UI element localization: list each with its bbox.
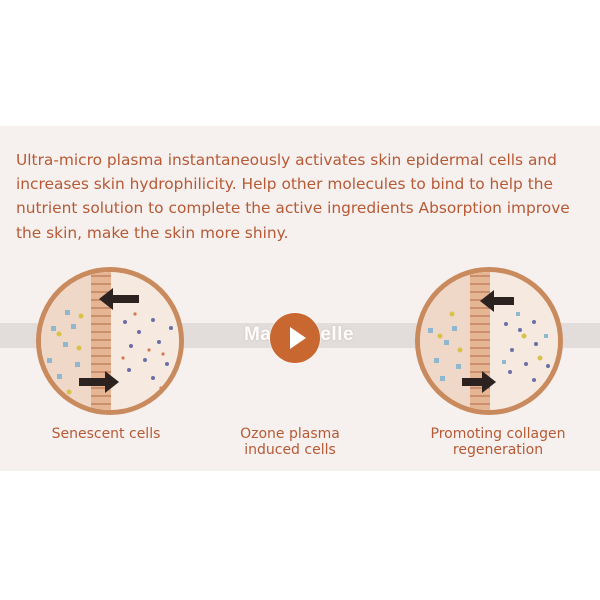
stage-label-line2: regeneration	[452, 441, 544, 458]
stage-label-ozone: Ozone plasma induced cells	[210, 426, 370, 458]
stage-label-line1: Promoting collagen	[430, 426, 566, 442]
stage-label-senescent: Senescent cells	[26, 426, 186, 443]
description-text: Ultra-micro plasma instantaneously activ…	[16, 151, 570, 242]
stage-label-collagen: Promoting collagen regeneration	[413, 426, 583, 458]
stage-label-line2: induced cells	[244, 441, 336, 458]
collagen-regeneration-diagram	[414, 266, 564, 416]
play-button[interactable]	[270, 313, 320, 363]
stage-label-line1: Senescent cells	[51, 426, 161, 442]
stage-label-line1: Ozone plasma	[240, 426, 340, 442]
play-icon	[290, 327, 306, 349]
cell-diagram-left	[36, 267, 184, 415]
cell-diagram-right	[415, 267, 563, 415]
senescent-cells-diagram	[35, 266, 185, 416]
